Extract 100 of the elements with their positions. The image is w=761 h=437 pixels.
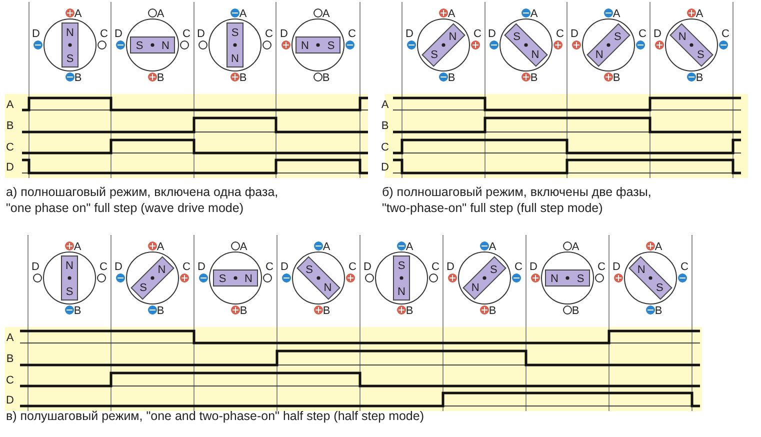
signal-name: D: [6, 394, 14, 406]
signal-name: D: [381, 162, 389, 174]
pole-label: S: [306, 264, 313, 276]
pole-label: S: [66, 286, 74, 298]
terminal-label: B: [322, 305, 330, 317]
terminal-label: B: [239, 72, 247, 84]
terminal-label: A: [448, 8, 456, 20]
terminal-label: C: [100, 261, 108, 273]
pole-label: N: [66, 260, 74, 272]
signal-name: A: [381, 99, 389, 111]
terminal-label: C: [722, 28, 730, 40]
terminal-label: D: [488, 28, 496, 40]
pole-label: N: [448, 30, 457, 43]
signal-name: C: [381, 142, 389, 154]
terminal-label: D: [530, 261, 538, 273]
terminal-label: A: [572, 241, 580, 253]
terminal-label: D: [280, 28, 288, 40]
pole-label: N: [471, 282, 480, 294]
terminal-label: D: [654, 28, 662, 40]
pole-label: S: [398, 260, 406, 272]
pole-label: N: [231, 53, 239, 65]
terminal-label: B: [612, 72, 620, 84]
terminal-label: B: [530, 72, 538, 84]
terminal-label: C: [474, 28, 482, 40]
pole-label: S: [430, 49, 438, 62]
terminal-label: C: [348, 28, 356, 40]
signal-name: B: [381, 120, 389, 132]
pole-label: N: [162, 40, 170, 52]
terminal-label: B: [240, 305, 248, 317]
terminal-label: B: [74, 72, 82, 84]
pole-label: N: [637, 264, 646, 276]
terminal-label: A: [696, 8, 704, 20]
terminal-label: C: [432, 261, 440, 273]
terminal-label: A: [612, 8, 620, 20]
terminal-label: D: [197, 28, 205, 40]
pole-label: N: [301, 40, 309, 52]
terminal-label: A: [239, 8, 247, 20]
pole-label: S: [136, 40, 144, 52]
terminal-label: A: [156, 8, 164, 20]
pole-label: N: [398, 286, 406, 298]
terminal-label: C: [182, 28, 190, 40]
terminal-label: B: [322, 72, 330, 84]
terminal-label: D: [198, 261, 206, 273]
signal-name: A: [6, 332, 14, 344]
terminal-label: D: [406, 28, 414, 40]
pole-label: S: [66, 53, 74, 65]
terminal-label: D: [570, 28, 578, 40]
terminal-label: D: [114, 261, 122, 273]
pole-label: N: [66, 27, 74, 39]
terminal-label: D: [446, 261, 454, 273]
terminal-label: D: [32, 261, 40, 273]
terminal-label: A: [406, 241, 414, 253]
pole-label: S: [656, 282, 664, 294]
terminal-label: A: [488, 241, 496, 253]
pole-label: N: [244, 273, 252, 285]
pole-label: S: [140, 282, 147, 294]
terminal-label: A: [74, 241, 82, 253]
terminal-label: A: [530, 8, 538, 20]
terminal-label: C: [265, 28, 273, 40]
signal-name: B: [6, 353, 14, 365]
terminal-label: D: [280, 261, 288, 273]
terminal-label: A: [322, 8, 330, 20]
figure-caption: а) полношаговый режим, включена одна фаза, "one phase on" full step (wave drive mode): [6, 184, 280, 216]
signal-name: D: [6, 162, 14, 174]
signal-name: C: [6, 374, 14, 386]
pole-label: N: [158, 264, 166, 276]
pole-label: N: [550, 273, 558, 285]
terminal-label: A: [654, 241, 662, 253]
terminal-label: C: [680, 261, 688, 273]
terminal-label: A: [74, 8, 82, 20]
signal-name: C: [6, 142, 14, 154]
terminal-label: D: [612, 261, 620, 273]
terminal-label: D: [114, 28, 122, 40]
terminal-label: C: [182, 261, 190, 273]
terminal-label: C: [638, 28, 646, 40]
terminal-label: C: [598, 261, 606, 273]
terminal-label: A: [322, 241, 330, 253]
pole-label: N: [531, 49, 540, 62]
terminal-label: B: [696, 72, 704, 84]
terminal-label: B: [156, 72, 164, 84]
pole-label: S: [490, 264, 498, 276]
pole-label: N: [678, 30, 686, 43]
terminal-label: C: [556, 28, 564, 40]
terminal-label: B: [654, 305, 662, 317]
figure-caption: в) полушаговый режим, "one and two-phase-on" half step (half step mode): [6, 408, 425, 424]
terminal-label: C: [514, 261, 522, 273]
terminal-label: B: [572, 305, 580, 317]
terminal-label: B: [406, 305, 414, 317]
pole-label: S: [513, 30, 520, 43]
signal-name: B: [6, 120, 14, 132]
pole-label: S: [218, 273, 226, 285]
figure-caption: б) полношаговый режим, включены две фазы, "two-phase-on" full step (full step mode): [382, 184, 652, 216]
terminal-label: B: [488, 305, 496, 317]
terminal-label: B: [156, 305, 164, 317]
pole-label: S: [231, 27, 239, 39]
terminal-label: D: [32, 28, 40, 40]
pole-label: S: [327, 40, 335, 52]
terminal-label: C: [100, 28, 108, 40]
signal-name: A: [6, 99, 14, 111]
terminal-label: A: [156, 241, 164, 253]
